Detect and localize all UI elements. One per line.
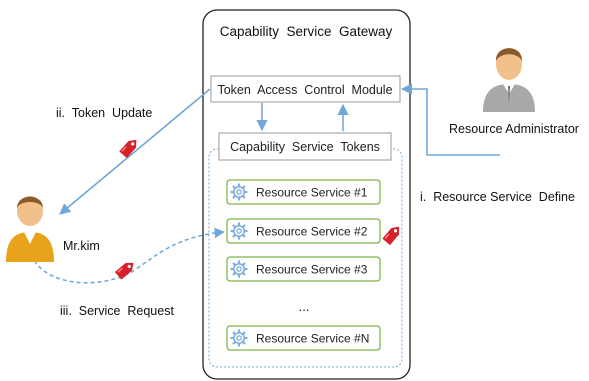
admin-person-icon xyxy=(483,48,535,112)
user-person-icon xyxy=(6,196,54,262)
gateway-title: Capability Service Gateway xyxy=(220,24,393,39)
capability-service-tokens-box xyxy=(218,132,392,161)
admin-label: Resource Administrator xyxy=(449,122,579,136)
arrow-resource-service-define xyxy=(400,83,500,156)
capability-service-tokens-label: Capability Service Tokens xyxy=(230,140,380,154)
resource-service-n: Resource Service #N xyxy=(226,325,381,351)
service-request-label: iii. Service Request xyxy=(60,304,174,318)
token-tag-icon xyxy=(118,135,141,159)
resource-define-label: i. Resource Service Define xyxy=(420,190,575,204)
resource-service-2: Resource Service #2 xyxy=(226,218,381,244)
token-access-control-module xyxy=(210,75,401,103)
user-label: Mr.kim xyxy=(63,239,100,253)
token-update-label: ii. Token Update xyxy=(56,106,152,120)
arrow-token-update xyxy=(59,88,211,215)
resource-service-3-label: Resource Service #3 xyxy=(256,263,368,277)
token-tag-icon xyxy=(114,258,138,281)
resource-service-1: Resource Service #1 xyxy=(226,179,381,205)
arrow-service-request xyxy=(31,227,226,284)
resource-service-2-label: Resource Service #2 xyxy=(256,225,368,239)
services-ellipsis: ... xyxy=(299,299,310,314)
resource-service-1-label: Resource Service #1 xyxy=(256,186,368,200)
resource-service-n-label: Resource Service #N xyxy=(256,332,369,346)
resource-service-3: Resource Service #3 xyxy=(226,256,381,282)
token-access-control-module-label: Token Access Control Module xyxy=(217,83,392,97)
